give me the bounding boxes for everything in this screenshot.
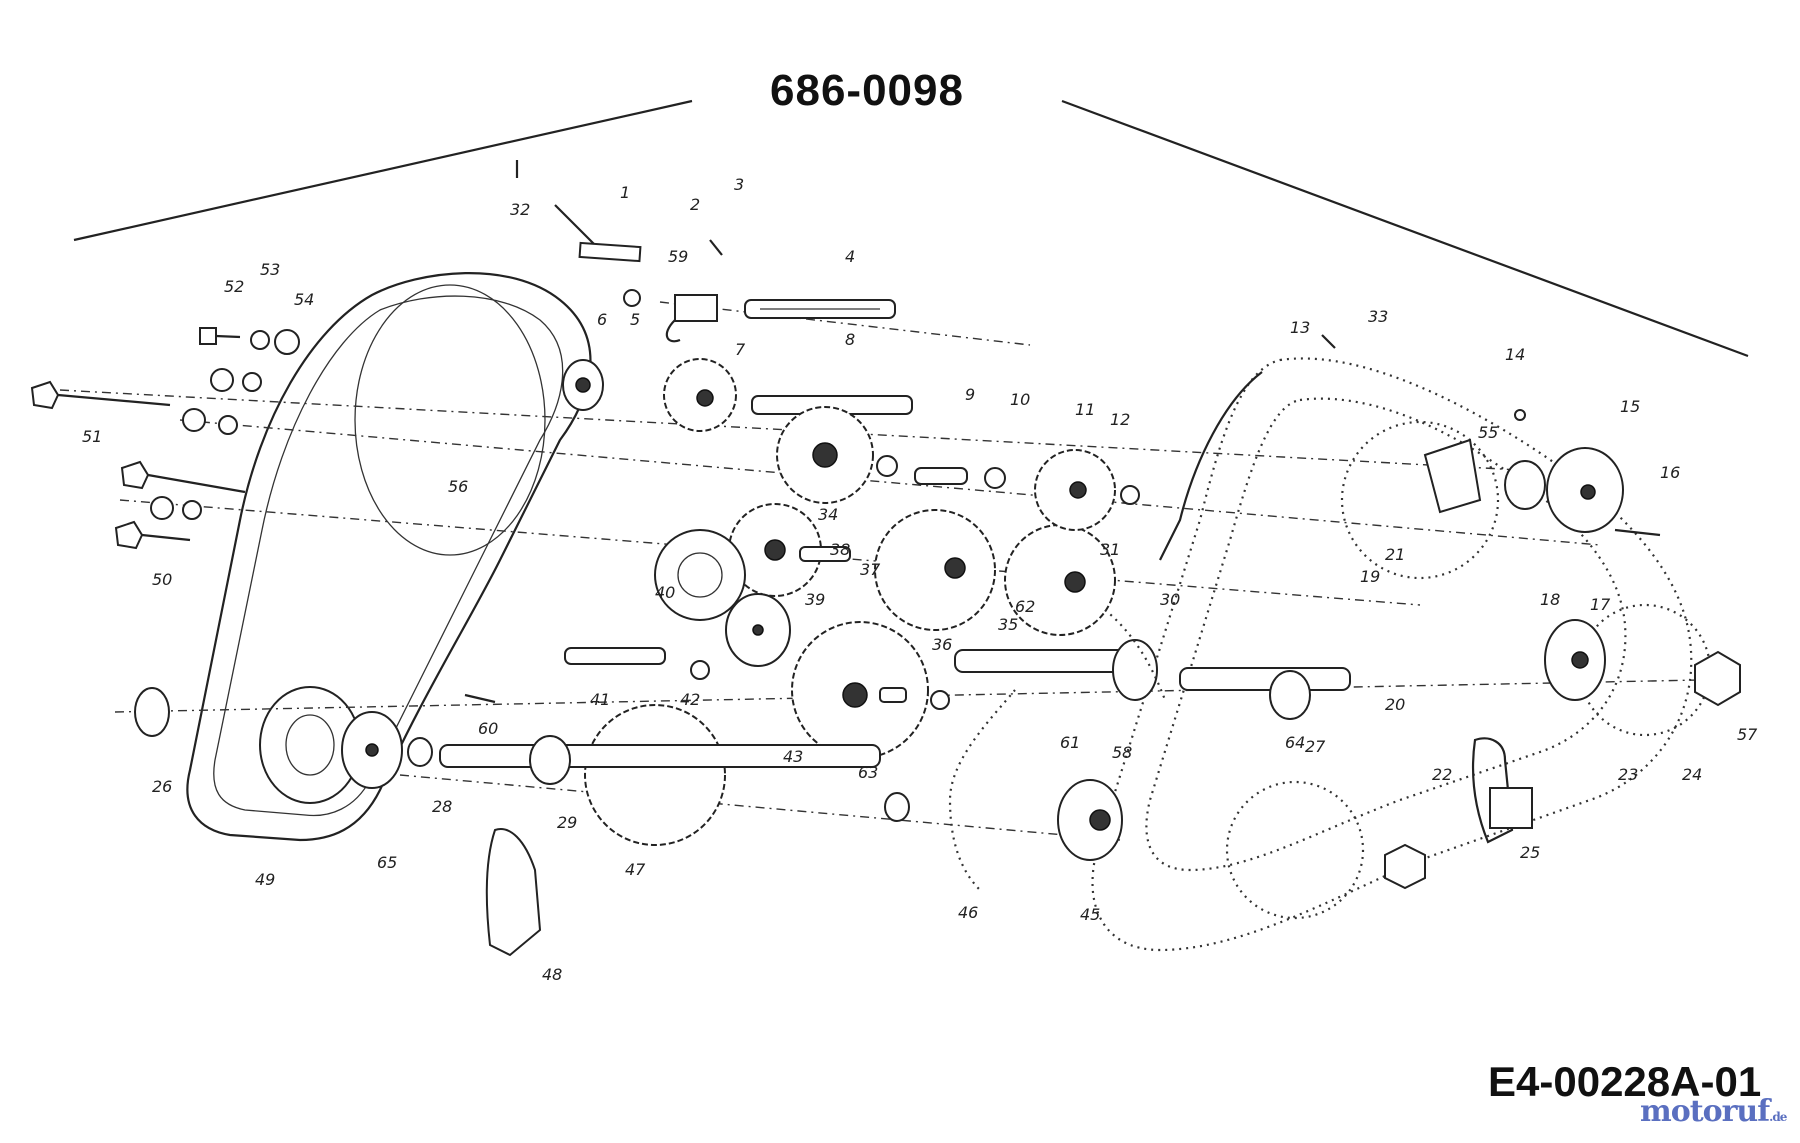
- spring-2-3: [709, 239, 723, 256]
- plate-55: [1423, 438, 1482, 514]
- pin-14: [1514, 409, 1526, 421]
- shift-rod-4: [744, 299, 896, 319]
- washer-28: [407, 737, 433, 767]
- gear-11-12: [1034, 449, 1116, 531]
- axis-1: [59, 389, 1521, 471]
- collar-64: [1269, 670, 1311, 720]
- gear-47: [584, 704, 726, 846]
- left-lower-washer-hole: [365, 743, 379, 757]
- bracket-25: [1472, 737, 1514, 844]
- pin-60: [464, 693, 496, 704]
- watermark-suffix: .de: [1769, 1110, 1787, 1124]
- shaft-27: [1179, 667, 1351, 691]
- right-chain-case-inner: [1145, 397, 1627, 872]
- nut-20-mid: [182, 408, 206, 432]
- bearing-6-right: [1504, 460, 1546, 510]
- nut-57: [1694, 650, 1741, 707]
- drawing-id: E4-00228A-01: [1488, 1058, 1762, 1105]
- bolt-51-lower: [120, 460, 246, 494]
- washer-21-low: [182, 500, 202, 520]
- gear-34: [776, 406, 874, 504]
- shaft-38: [799, 546, 851, 562]
- nut-20-upper: [210, 368, 234, 392]
- washer-21-upper: [242, 372, 262, 392]
- title-bracket-right: [1061, 99, 1749, 358]
- gear-36: [874, 509, 996, 631]
- bearing-29: [529, 735, 571, 785]
- bolt-51-upper: [30, 380, 171, 410]
- axle-lower: [439, 744, 881, 768]
- washer-21-mid: [218, 415, 238, 435]
- watermark-brand: motoruf: [1640, 1094, 1770, 1129]
- title-bracket-left: [73, 99, 693, 242]
- bracket-59: [665, 294, 718, 343]
- bearing-26-left: [134, 687, 170, 737]
- shield-48: [485, 828, 542, 957]
- washer-56-a: [1120, 485, 1140, 505]
- watermark-logo: motoruf.de: [1640, 1094, 1787, 1129]
- model-number: 686-0098: [770, 66, 964, 115]
- chain-30: [1104, 609, 1167, 701]
- chain-46: [948, 689, 1016, 891]
- left-lower-hub-inner: [285, 714, 335, 776]
- shaft-41: [564, 647, 666, 665]
- gear-7: [663, 358, 737, 432]
- axis-2: [179, 419, 1601, 546]
- hub-45-right-hole: [1089, 809, 1111, 831]
- flange-15: [1546, 447, 1624, 533]
- hub-23-right-hole: [1571, 651, 1589, 669]
- bearing-6-left-hole: [575, 377, 591, 393]
- right-case-rim: [1159, 371, 1263, 561]
- washer-23: [725, 593, 791, 667]
- main-shaft-61: [954, 649, 1136, 673]
- washer-54: [274, 329, 300, 355]
- axis-5: [399, 774, 1121, 841]
- right-upper-cover: [1340, 420, 1500, 580]
- bolt-52: [199, 327, 241, 345]
- hub-40: [654, 529, 746, 621]
- washer-56-b: [930, 690, 950, 710]
- nut-53: [250, 330, 270, 350]
- spring-33: [1321, 334, 1336, 349]
- washer-10-b: [984, 467, 1006, 489]
- washer-42: [690, 660, 710, 680]
- right-lower-cover: [1225, 780, 1365, 920]
- spacer-37: [879, 687, 907, 703]
- gear-43: [791, 621, 929, 759]
- left-case-cavity: [354, 284, 546, 556]
- washer-5: [623, 289, 641, 307]
- nut-20-low: [150, 496, 174, 520]
- washer-28-b: [884, 792, 910, 822]
- shift-lever-1: [554, 204, 642, 263]
- bolt-50: [114, 520, 191, 550]
- gear-35: [1004, 524, 1116, 636]
- bracket-25-plate: [1489, 787, 1533, 829]
- bearing-58: [1112, 639, 1158, 701]
- nut-26-right: [1384, 843, 1426, 890]
- shaft-9: [914, 467, 968, 485]
- washer-10-a: [876, 455, 898, 477]
- pin-16: [1614, 528, 1661, 537]
